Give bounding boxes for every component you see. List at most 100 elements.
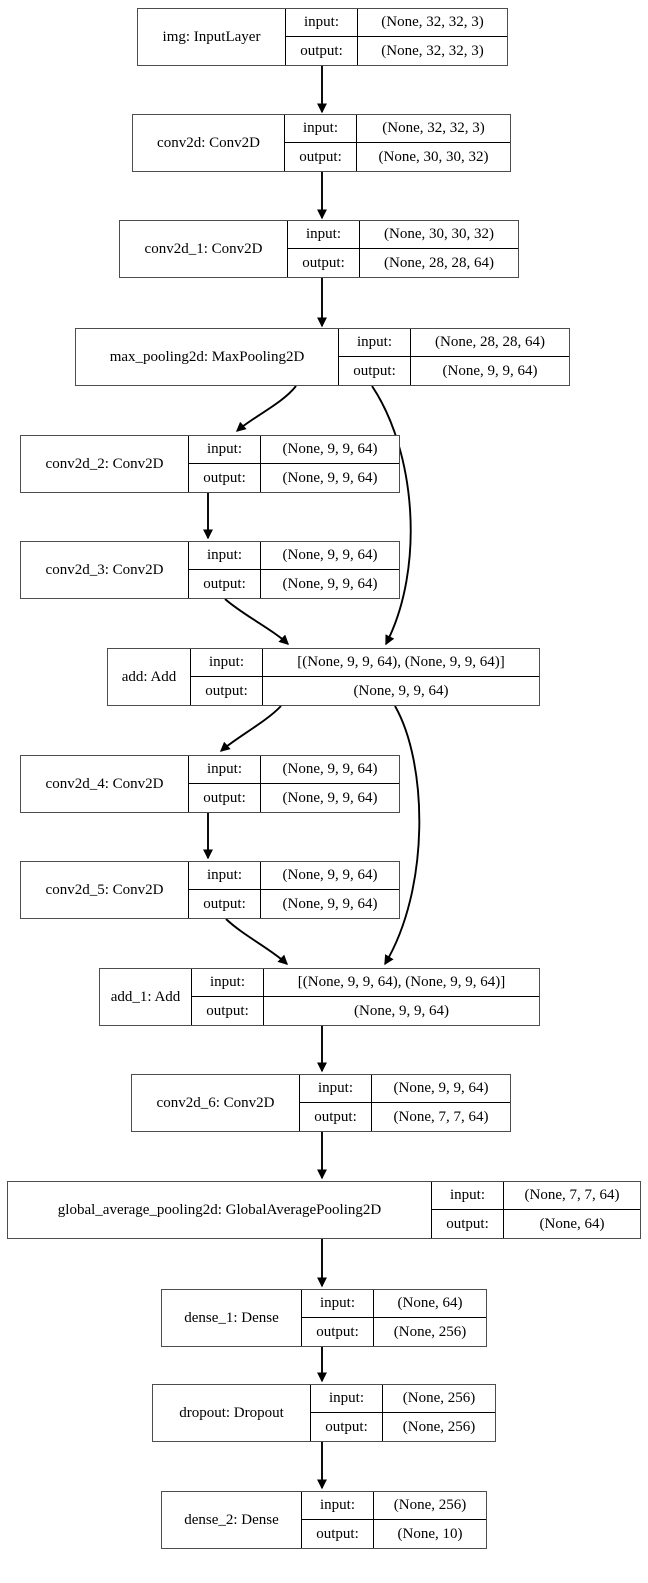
node-io-table-max_pooling2d: input: (None, 28, 28, 64) output: (None, 9,… — [339, 329, 569, 385]
edge-add-to-add_1-skip — [384, 705, 421, 966]
node-input-row-conv2d_3: input:(None, 9, 9, 64) — [189, 542, 399, 570]
output-label: output: — [286, 37, 358, 65]
node-io-table-img: input: (None, 32, 32, 3) output: (None, 32,… — [286, 9, 507, 65]
node-io-table-dense_2: input: (None, 256) output:(None, 10) — [302, 1492, 486, 1548]
node-output-row-conv2d_2: output:(None, 9, 9, 64) — [189, 464, 399, 492]
input-label: input: — [302, 1290, 374, 1317]
input-label: input: — [339, 329, 411, 356]
input-label: input: — [285, 115, 357, 142]
node-io-table-conv2d_1: input: (None, 30, 30, 32) output: (None, 28… — [288, 221, 518, 277]
node-io-table-add_1: input:[(None, 9, 9, 64), (None, 9, 9, 64… — [192, 969, 539, 1025]
node-output-row-dense_2: output:(None, 10) — [302, 1520, 486, 1548]
node-output-row-dropout: output:(None, 256) — [311, 1413, 495, 1441]
edge-add-to-conv2d_4 — [219, 705, 282, 752]
node-output-row-max_pooling2d: output: (None, 9, 9, 64) — [339, 357, 569, 385]
node-input-row-conv2d_1: input: (None, 30, 30, 32) — [288, 221, 518, 249]
output-label: output: — [432, 1210, 504, 1238]
output-label: output: — [285, 143, 357, 171]
output-shape-conv2d: (None, 30, 30, 32) — [378, 148, 489, 165]
input-label: input: — [302, 1492, 374, 1519]
node-label-conv2d_3: conv2d_3: Conv2D — [21, 542, 189, 598]
output-label: output: — [339, 357, 411, 385]
output-shape-img: (None, 32, 32, 3) — [381, 42, 484, 59]
input-shape-max_pooling2d: (None, 28, 28, 64) — [435, 334, 545, 350]
node-io-table-global_average_pooling2d: input:(None, 7, 7, 64)output:(None, 64) — [432, 1182, 640, 1238]
output-shape-add_1: (None, 9, 9, 64) — [354, 1002, 449, 1019]
node-io-table-conv2d_6: input: (None, 9, 9, 64) output:(None, 7, 7… — [300, 1075, 510, 1131]
output-shape-conv2d_1: (None, 28, 28, 64) — [384, 254, 494, 271]
output-label: output: — [302, 1318, 374, 1346]
node-output-row-conv2d_6: output:(None, 7, 7, 64) — [300, 1103, 510, 1131]
node-label-dense_1: dense_1: Dense — [162, 1290, 302, 1346]
node-input-row-add: input:[(None, 9, 9, 64), (None, 9, 9, 64… — [191, 649, 539, 677]
output-shape-add: (None, 9, 9, 64) — [353, 682, 449, 699]
input-label: input: — [300, 1075, 372, 1102]
output-label: output: — [192, 997, 264, 1025]
input-label: input: — [288, 221, 360, 248]
node-label-global_average_pooling2d: global_average_pooling2d: GlobalAverageP… — [8, 1182, 432, 1238]
node-output-row-conv2d_5: output:(None, 9, 9, 64) — [189, 890, 399, 918]
node-label-conv2d_2: conv2d_2: Conv2D — [21, 436, 189, 492]
node-output-row-conv2d: output: (None, 30, 30, 32) — [285, 143, 510, 171]
node-io-table-dense_1: input: (None, 64) output:(None, 256) — [302, 1290, 486, 1346]
output-label: output: — [189, 784, 261, 812]
input-label: input: — [189, 436, 261, 463]
node-io-table-conv2d_3: input:(None, 9, 9, 64)output:(None, 9, 9… — [189, 542, 399, 598]
node-label-add_1: add_1: Add — [100, 969, 192, 1025]
node-label-conv2d_5: conv2d_5: Conv2D — [21, 862, 189, 918]
output-label: output: — [191, 677, 263, 705]
input-shape-dense_1: (None, 64) — [397, 1295, 463, 1311]
output-label: output: — [288, 249, 360, 277]
input-shape-dropout: (None, 256) — [402, 1390, 476, 1406]
node-label-add: add: Add — [108, 649, 191, 705]
node-label-dense_2: dense_2: Dense — [162, 1492, 302, 1548]
node-input-row-conv2d_5: input:(None, 9, 9, 64) — [189, 862, 399, 890]
node-label-conv2d: conv2d: Conv2D — [133, 115, 285, 171]
node-label-conv2d_4: conv2d_4: Conv2D — [21, 756, 189, 812]
node-output-row-conv2d_1: output: (None, 28, 28, 64) — [288, 249, 518, 277]
output-shape-dense_2: (None, 10) — [397, 1525, 463, 1542]
input-shape-img: (None, 32, 32, 3) — [381, 14, 484, 30]
node-label-max_pooling2d: max_pooling2d: MaxPooling2D — [76, 329, 339, 385]
input-shape-conv2d_6: (None, 9, 9, 64) — [393, 1080, 489, 1096]
node-output-row-dense_1: output:(None, 256) — [302, 1318, 486, 1346]
node-io-table-conv2d_5: input:(None, 9, 9, 64)output:(None, 9, 9… — [189, 862, 399, 918]
output-shape-conv2d_5: (None, 9, 9, 64) — [282, 895, 378, 912]
output-shape-conv2d_6: (None, 7, 7, 64) — [393, 1108, 489, 1125]
output-shape-max_pooling2d: (None, 9, 9, 64) — [442, 362, 538, 379]
output-shape-conv2d_4: (None, 9, 9, 64) — [282, 789, 378, 806]
output-label: output: — [311, 1413, 383, 1441]
input-shape-dense_2: (None, 256) — [393, 1497, 467, 1513]
input-shape-conv2d_5: (None, 9, 9, 64) — [282, 867, 378, 883]
node-label-dropout: dropout: Dropout — [153, 1385, 311, 1441]
node-input-row-conv2d: input:(None, 32, 32, 3) — [285, 115, 510, 143]
node-global_average_pooling2d[interactable]: global_average_pooling2d: GlobalAverageP… — [7, 1181, 641, 1239]
edge-max_pooling2d-to-conv2d_2 — [235, 385, 297, 432]
input-shape-conv2d_1: (None, 30, 30, 32) — [384, 226, 494, 242]
node-input-row-dense_1: input: (None, 64) — [302, 1290, 486, 1318]
input-label: input: — [311, 1385, 383, 1412]
node-io-table-conv2d_2: input:(None, 9, 9, 64)output:(None, 9, 9… — [189, 436, 399, 492]
output-shape-conv2d_3: (None, 9, 9, 64) — [282, 575, 378, 592]
node-input-row-dropout: input: (None, 256) — [311, 1385, 495, 1413]
output-label: output: — [189, 464, 261, 492]
node-io-table-conv2d_4: input:(None, 9, 9, 64)output:(None, 9, 9… — [189, 756, 399, 812]
node-input-row-max_pooling2d: input: (None, 28, 28, 64) — [339, 329, 569, 357]
edge-max_pooling2d-to-add-skip — [371, 385, 412, 646]
input-label: input: — [286, 9, 358, 36]
